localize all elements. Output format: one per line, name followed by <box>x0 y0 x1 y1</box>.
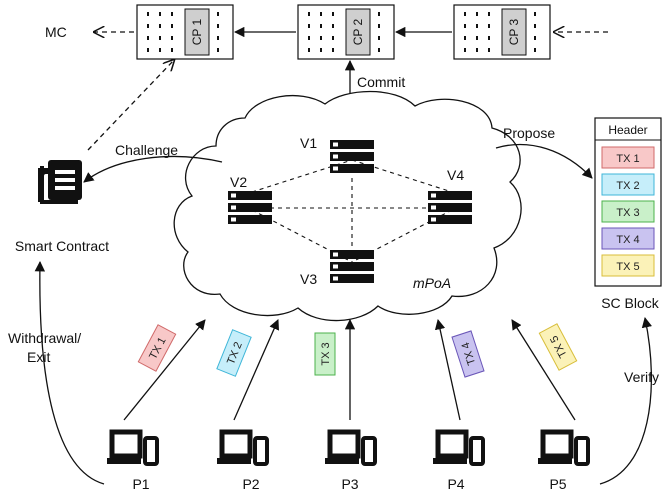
block-tx-cell <box>601 173 655 196</box>
participant-label: P5 <box>549 476 566 492</box>
consensus-label: mPoA <box>413 275 451 291</box>
block-tx-cell <box>601 200 655 223</box>
submission-arrow <box>123 319 206 421</box>
withdrawal-label-line1: Withdrawal/ <box>8 330 81 346</box>
withdrawal-label-line2: Exit <box>27 349 50 365</box>
mainchain-label: MC <box>45 24 67 40</box>
propose-label: Propose <box>503 125 555 141</box>
validator-server-icon <box>330 250 374 283</box>
challenge-arrow <box>83 155 223 183</box>
submission-arrow <box>511 319 576 421</box>
floating-tx-tag: TX 5 <box>538 323 578 371</box>
checkpoint-label: CP 3 <box>507 18 521 45</box>
block-tx-label: TX 1 <box>616 153 639 165</box>
submission-arrow <box>233 319 279 421</box>
validator-label: V2 <box>230 174 247 190</box>
floating-tx-tag: TX 2 <box>216 329 252 377</box>
block-tx-cell <box>601 227 655 250</box>
verify-label: Verify <box>624 369 659 385</box>
checkpoint-label: CP 2 <box>351 18 365 45</box>
sc-block-caption: SC Block <box>601 295 660 311</box>
block-header-label: Header <box>608 123 647 137</box>
challenge-label: Challenge <box>115 142 178 158</box>
participant-label: P2 <box>242 476 259 492</box>
participant-label: P4 <box>447 476 464 492</box>
validator-label: V3 <box>300 271 317 287</box>
smart-contract-to-mainchain-arrow <box>87 60 174 151</box>
floating-tx-label: TX 3 <box>320 342 332 365</box>
block-tx-label: TX 2 <box>616 180 639 192</box>
validator-server-icon <box>228 191 272 224</box>
block-tx-label: TX 5 <box>616 261 639 273</box>
block-tx-cell <box>601 254 655 277</box>
participant-laptop-icon <box>538 432 588 464</box>
checkpoint-label: CP 1 <box>190 18 204 45</box>
validator-label: V4 <box>447 167 464 183</box>
participant-laptop-icon <box>107 432 157 464</box>
block-dots <box>147 12 536 52</box>
participant-label: P3 <box>341 476 358 492</box>
smart-contract-icon <box>38 160 82 208</box>
participant-label: P1 <box>132 476 149 492</box>
validator-server-icon <box>330 140 374 173</box>
submission-arrow <box>434 318 461 421</box>
block-tx-cell <box>601 146 655 169</box>
block-tx-label: TX 3 <box>616 207 639 219</box>
participant-laptop-icon <box>217 432 267 464</box>
block-tx-label: TX 4 <box>616 234 639 246</box>
participant-laptop-icon <box>433 432 483 464</box>
participant-laptop-icon <box>325 432 375 464</box>
withdrawal-arrow <box>34 260 105 485</box>
propose-arrow <box>495 143 593 179</box>
smart-contract-label: Smart Contract <box>15 238 109 254</box>
validator-server-icon <box>428 191 472 224</box>
consensus-cloud <box>173 90 522 322</box>
floating-tx-tag: TX 3 <box>314 332 336 376</box>
floating-tx-tag: TX 1 <box>137 324 177 372</box>
sc-block: Header TX 1 TX 2 TX 3 TX 4 TX 5 <box>594 117 662 287</box>
floating-tx-tag: TX 4 <box>451 330 485 378</box>
verify-arrow <box>599 316 653 485</box>
commit-label: Commit <box>357 74 405 90</box>
validator-label: V1 <box>300 135 317 151</box>
